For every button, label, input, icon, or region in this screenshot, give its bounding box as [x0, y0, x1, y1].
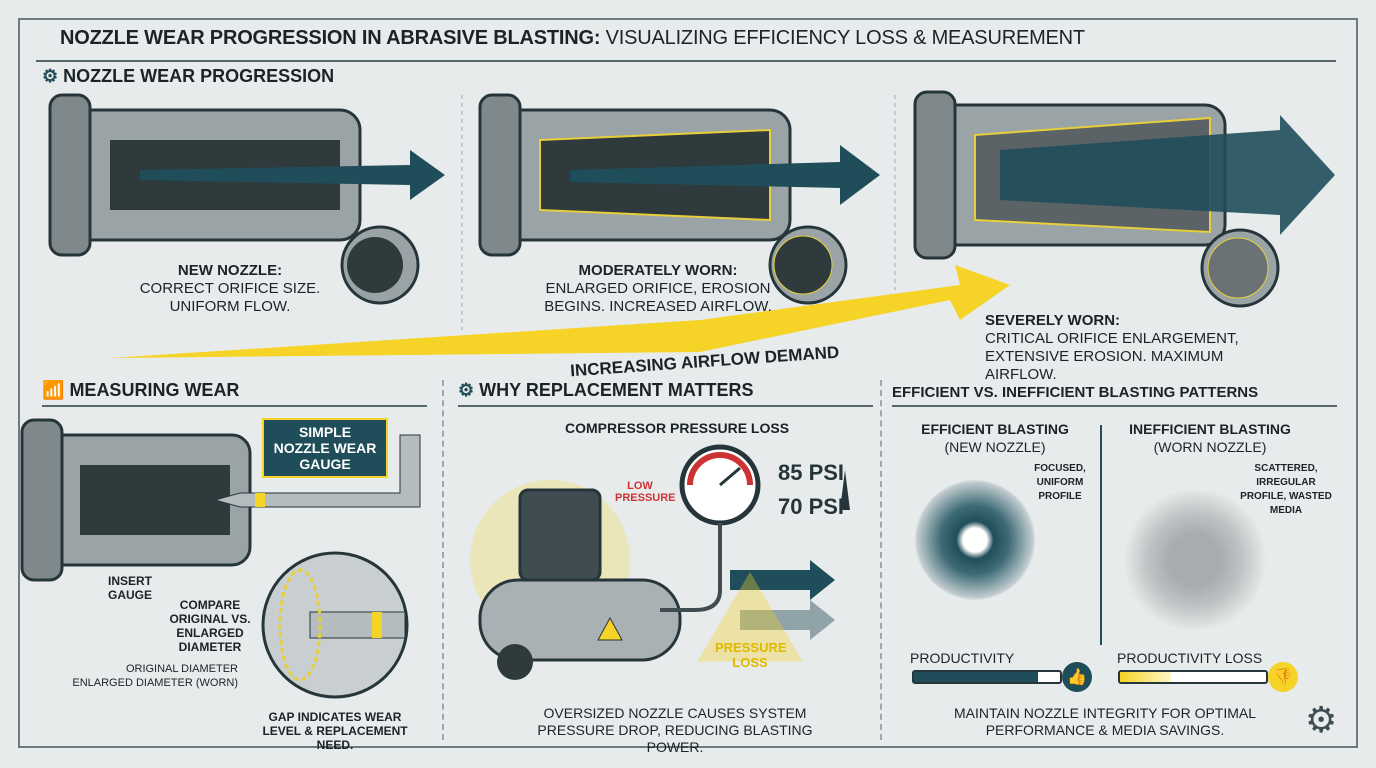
- efficient-pattern-icon: [915, 480, 1035, 600]
- gear-icon: ⚙: [458, 380, 475, 400]
- insert-label: INSERT GAUGE: [107, 574, 152, 602]
- severely-worn-nozzle-icon: [913, 90, 1335, 308]
- airflow-arrow-icon: [110, 265, 1010, 358]
- original-diameter-label: ORIGINAL DIAMETER: [125, 663, 238, 675]
- gauge-label: SIMPLE NOZZLE WEAR GAUGE: [262, 418, 388, 478]
- efficient-title: EFFICIENT BLASTING(NEW NOZZLE): [921, 421, 1069, 455]
- low-pressure-label: LOW PRESSURE: [615, 480, 676, 504]
- divider: [36, 60, 1336, 62]
- compressor-illustration: [470, 444, 850, 680]
- productivity-loss-bar: [1118, 670, 1268, 684]
- patterns-footer: MAINTAIN NOZZLE INTEGRITY FOR OPTIMAL PE…: [953, 705, 1257, 738]
- thumbs-down-icon: 👎: [1268, 662, 1298, 692]
- section-progression: ⚙ NOZZLE WEAR PROGRESSION: [42, 66, 335, 86]
- gauge-illustration: [20, 418, 421, 699]
- pressure-loss-subheading: COMPRESSOR PRESSURE LOSS: [565, 420, 790, 436]
- replacement-note: OVERSIZED NOZZLE CAUSES SYSTEM PRESSURE …: [537, 705, 813, 755]
- page-title: NOZZLE WEAR PROGRESSION IN ABRASIVE BLAS…: [60, 27, 1085, 49]
- divider: [42, 405, 427, 407]
- psi-low: 70 PSI: [778, 494, 845, 519]
- bar-chart-icon: 📶: [42, 380, 65, 400]
- gear-icon: ⚙: [42, 66, 59, 86]
- productivity-loss-label: PRODUCTIVITY LOSS: [1117, 650, 1263, 666]
- divider: [1100, 425, 1102, 645]
- thumbs-up-icon: 👍: [1062, 662, 1092, 692]
- stage-severe: SEVERELY WORN:CRITICAL ORIFICE ENLARGEME…: [985, 312, 1239, 383]
- stage-new: NEW NOZZLE:CORRECT ORIFICE SIZE. UNIFORM…: [139, 262, 321, 315]
- divider: [892, 405, 1337, 407]
- gear-warning-icon: ⚙: [1305, 699, 1338, 740]
- pressure-loss-warning: PRESSURE LOSS: [715, 640, 787, 670]
- moderately-worn-nozzle-icon: [478, 93, 880, 305]
- gap-note: GAP INDICATES WEAR LEVEL & REPLACEMENT N…: [262, 710, 408, 752]
- section-replacement: ⚙ WHY REPLACEMENT MATTERS: [458, 380, 754, 400]
- divider: [458, 405, 873, 407]
- infographic-frame: [18, 18, 1358, 748]
- productivity-label: PRODUCTIVITY: [910, 650, 1015, 666]
- inefficient-note: SCATTERED, IRREGULAR PROFILE, WASTED MED…: [1240, 463, 1332, 516]
- divider: [442, 380, 444, 740]
- stage-moderate: MODERATELY WORN:ENLARGED ORIFICE, EROSIO…: [544, 262, 772, 315]
- efficient-note: FOCUSED, UNIFORM PROFILE: [1034, 463, 1086, 502]
- psi-high: 85 PSI: [778, 460, 845, 485]
- productivity-bar: [912, 670, 1062, 684]
- divider: [880, 380, 882, 740]
- enlarged-diameter-label: ENLARGED DIAMETER (WORN): [72, 677, 238, 689]
- nozzle-illustrations: [48, 90, 1335, 358]
- section-patterns: EFFICIENT VS. INEFFICIENT BLASTING PATTE…: [892, 384, 1259, 401]
- new-nozzle-icon: [48, 93, 445, 305]
- compare-label: COMPARE ORIGINAL vs. ENLARGED DIAMETER: [169, 598, 251, 654]
- section-measuring: 📶 MEASURING WEAR: [42, 380, 240, 400]
- inefficient-title: INEFFICIENT BLASTING(WORN NOZZLE): [1129, 421, 1291, 455]
- inefficient-pattern-icon: [1120, 490, 1270, 630]
